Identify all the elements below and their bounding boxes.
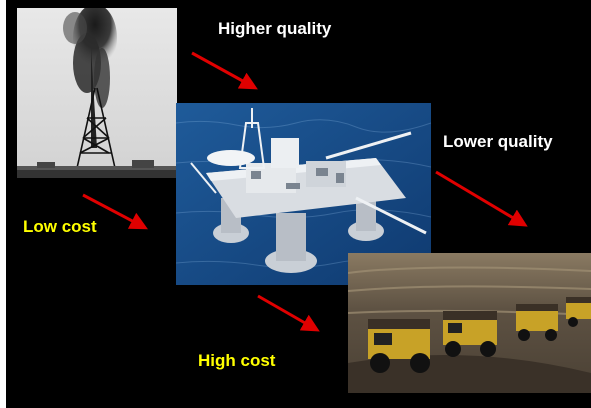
higher-quality-label: Higher quality	[218, 19, 332, 38]
offshore-platform-photo	[176, 103, 431, 285]
oil-gusher-photo	[17, 8, 177, 178]
lower-quality-label: Lower quality	[443, 132, 553, 151]
high-cost-label: High cost	[198, 351, 276, 370]
arrow-higher-quality	[191, 51, 258, 90]
slide: Higher quality Lower quality Low cost Hi…	[6, 0, 591, 408]
low-cost-label: Low cost	[23, 217, 97, 236]
arrows-layer	[82, 51, 528, 332]
oil-sands-trucks-photo	[348, 253, 591, 393]
arrow-lower-quality	[435, 170, 528, 227]
arrow-high-cost	[257, 294, 320, 332]
arrow-low-cost	[82, 193, 148, 230]
